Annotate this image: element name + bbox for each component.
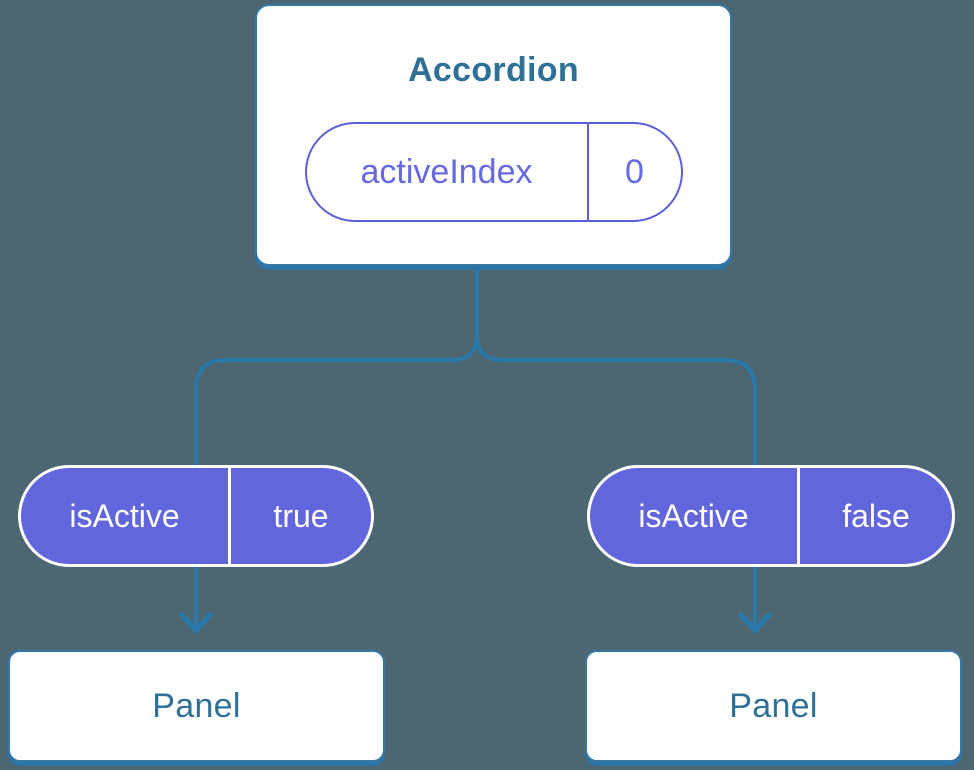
branch-line-left <box>194 260 479 628</box>
active-index-state-pill: activeIndex 0 <box>304 122 683 222</box>
arrowhead-left-icon <box>179 612 213 635</box>
prop-value: false <box>842 497 910 534</box>
accordion-component-card: Accordion activeIndex 0 <box>255 4 732 266</box>
prop-name: isActive <box>638 497 749 534</box>
accordion-title: Accordion <box>408 51 579 89</box>
panel-title: Panel <box>152 686 241 725</box>
pill-divider <box>228 468 231 564</box>
state-value: 0 <box>625 152 644 191</box>
pill-divider <box>586 124 589 220</box>
branch-line-right <box>475 334 757 628</box>
prop-value: true <box>273 497 329 534</box>
panel-title: Panel <box>729 686 818 725</box>
arrowhead-right-icon <box>738 612 772 635</box>
is-active-pill-left: isActive true <box>18 465 374 567</box>
is-active-pill-right: isActive false <box>587 465 955 567</box>
panel-component-card-left: Panel <box>8 650 385 762</box>
panel-component-card-right: Panel <box>585 650 962 762</box>
pill-divider <box>797 468 800 564</box>
state-name: activeIndex <box>360 152 533 191</box>
prop-name: isActive <box>69 497 180 534</box>
